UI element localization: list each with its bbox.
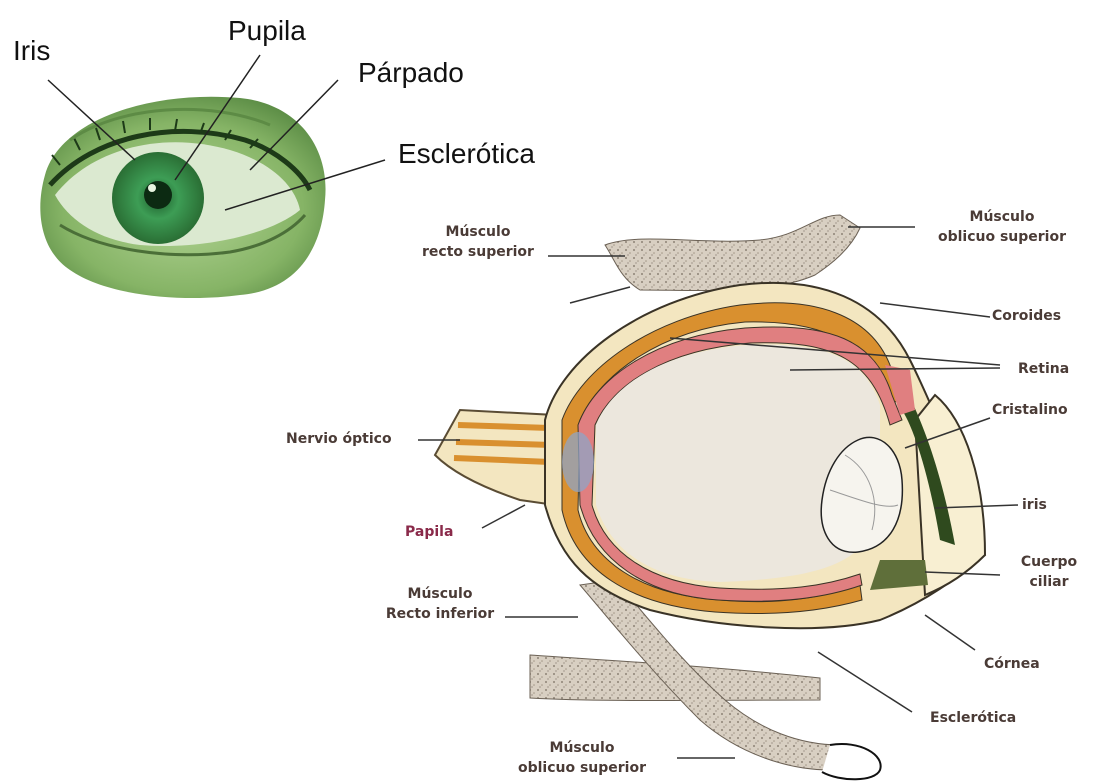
label-iris-section: iris: [1022, 495, 1047, 515]
label-musculo-oblicuo-superior-top: Músculo oblicuo superior: [918, 207, 1086, 247]
label-nervio-optico: Nervio óptico: [286, 429, 392, 449]
label-pupila: Pupila: [228, 15, 306, 47]
muscle-superior-shape: [605, 215, 860, 291]
label-iris-external: Iris: [13, 35, 50, 67]
label-coroides: Coroides: [992, 306, 1061, 326]
label-papila: Papila: [405, 522, 453, 542]
label-esclerotica-section: Esclerótica: [930, 708, 1016, 728]
ciliary-body-shape: [870, 560, 928, 590]
label-cornea: Córnea: [984, 654, 1040, 674]
external-eye-illustration: [40, 97, 325, 298]
label-musculo-oblicuo-superior-bottom: Músculo oblicuo superior: [503, 738, 661, 778]
label-parpado: Párpado: [358, 57, 464, 89]
eye-cross-section: [435, 215, 985, 779]
label-cuerpo-ciliar: Cuerpo ciliar: [1006, 552, 1092, 592]
external-pupil: [144, 181, 172, 209]
label-musculo-recto-superior: Músculo recto superior: [410, 222, 546, 262]
label-esclerotica-external: Esclerótica: [398, 138, 535, 170]
label-musculo-recto-inferior: Músculo Recto inferior: [370, 584, 510, 624]
label-cristalino: Cristalino: [992, 400, 1068, 420]
label-retina: Retina: [1018, 359, 1069, 379]
